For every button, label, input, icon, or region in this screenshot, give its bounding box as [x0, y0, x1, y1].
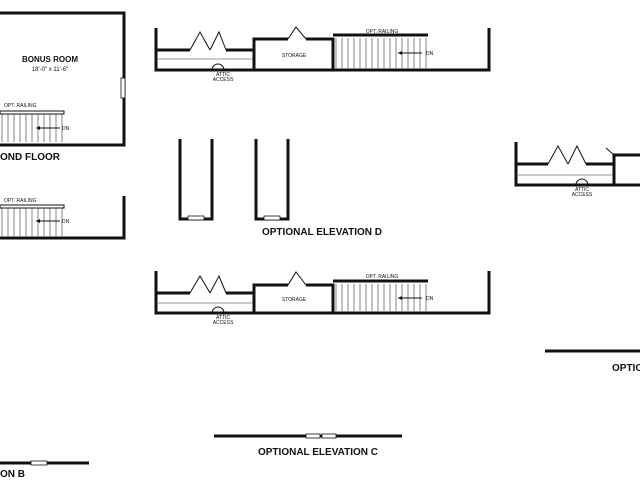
- attic-label: ATTIC: [216, 315, 230, 321]
- opt-railing-label: OPT. RAILING: [366, 29, 399, 35]
- bonus-room-label: BONUS ROOM: [22, 55, 78, 64]
- elevation-d: OPTIONAL ELEVATION D: [178, 139, 382, 238]
- attic-label: ATTIC: [575, 187, 589, 193]
- attic-label: ATTIC: [216, 72, 230, 78]
- opt-railing-label: OPT. RAILING: [4, 103, 37, 109]
- opt-railing-label: OPT. RAILING: [366, 274, 399, 280]
- attic-strip-middle: ATTIC ACCESS STORAGE OPT. RAILING DN: [154, 271, 491, 326]
- attic-strip-right: ATTIC ACCESS: [514, 142, 640, 198]
- second-floor-title: OND FLOOR: [0, 152, 61, 163]
- elevation-right-title: OPTIO: [612, 363, 640, 374]
- dn-label: DN: [62, 219, 70, 225]
- dn-label: DN: [426, 296, 434, 302]
- opt-railing-label: OPT. RAILING: [4, 198, 37, 204]
- access-label: ACCESS: [213, 320, 234, 326]
- window: [120, 77, 126, 99]
- elevation-d-title: OPTIONAL ELEVATION D: [262, 227, 382, 238]
- dn-arrow-icon: [398, 51, 402, 55]
- stair-plan-left: OPT. RAILING DN: [0, 196, 126, 240]
- elevation-right-fragment: OPTIO: [545, 349, 640, 374]
- attic-strip-top: ATTIC ACCESS STORAGE OPT. RAILING DN: [154, 26, 491, 83]
- elevation-b: ON B: [0, 460, 89, 480]
- access-label: ACCESS: [572, 192, 593, 198]
- dn-label: DN: [62, 126, 70, 132]
- elevation-c-title: OPTIONAL ELEVATION C: [258, 447, 378, 458]
- elevation-b-title: ON B: [0, 469, 25, 480]
- storage-label: STORAGE: [282, 53, 307, 59]
- dn-arrow-icon: [398, 296, 402, 300]
- access-label: ACCESS: [213, 77, 234, 83]
- dn-arrow-icon: [36, 126, 40, 130]
- storage-label: STORAGE: [282, 297, 307, 303]
- dn-arrow-icon: [36, 219, 40, 223]
- bonus-room-plan: BONUS ROOM 18'-0" x 11'-6" OPT. RAILING …: [0, 11, 126, 163]
- elevation-c: OPTIONAL ELEVATION C: [214, 433, 402, 458]
- bonus-room-dimensions: 18'-0" x 11'-6": [32, 67, 68, 73]
- dn-label: DN: [426, 51, 434, 57]
